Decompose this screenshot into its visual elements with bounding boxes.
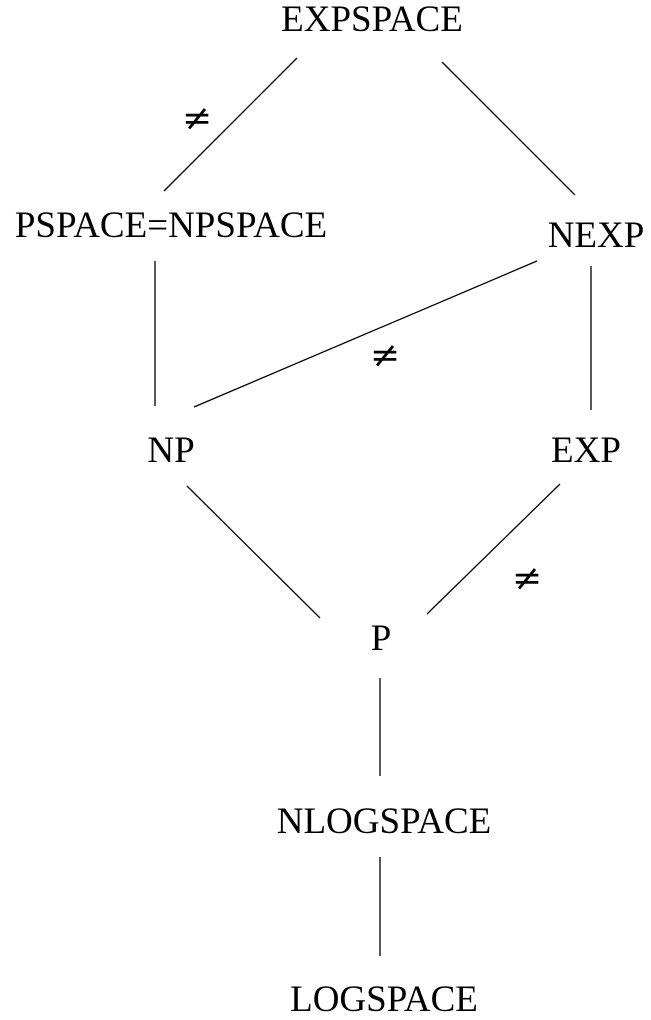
- node-p: P: [371, 618, 392, 659]
- edge-label-exp-p: ≠: [512, 558, 542, 599]
- node-logspace: LOGSPACE: [290, 979, 478, 1020]
- edge-nexp-np: [193, 260, 538, 408]
- node-expspace: EXPSPACE: [281, 0, 463, 40]
- node-nexp: NEXP: [548, 215, 645, 256]
- node-np: NP: [147, 430, 194, 471]
- node-nlogspace: NLOGSPACE: [277, 801, 492, 842]
- edge-exp-p: [426, 483, 561, 615]
- edge-label-nexp-np: ≠: [370, 335, 400, 376]
- edge-expspace-pspace: [163, 57, 298, 192]
- node-exp: EXP: [551, 430, 621, 471]
- edge-label-expspace-pspace: ≠: [182, 98, 212, 139]
- edge-expspace-nexp: [441, 61, 576, 196]
- edge-np-p: [186, 485, 321, 619]
- node-pspace-npspace: PSPACE=NPSPACE: [15, 205, 327, 246]
